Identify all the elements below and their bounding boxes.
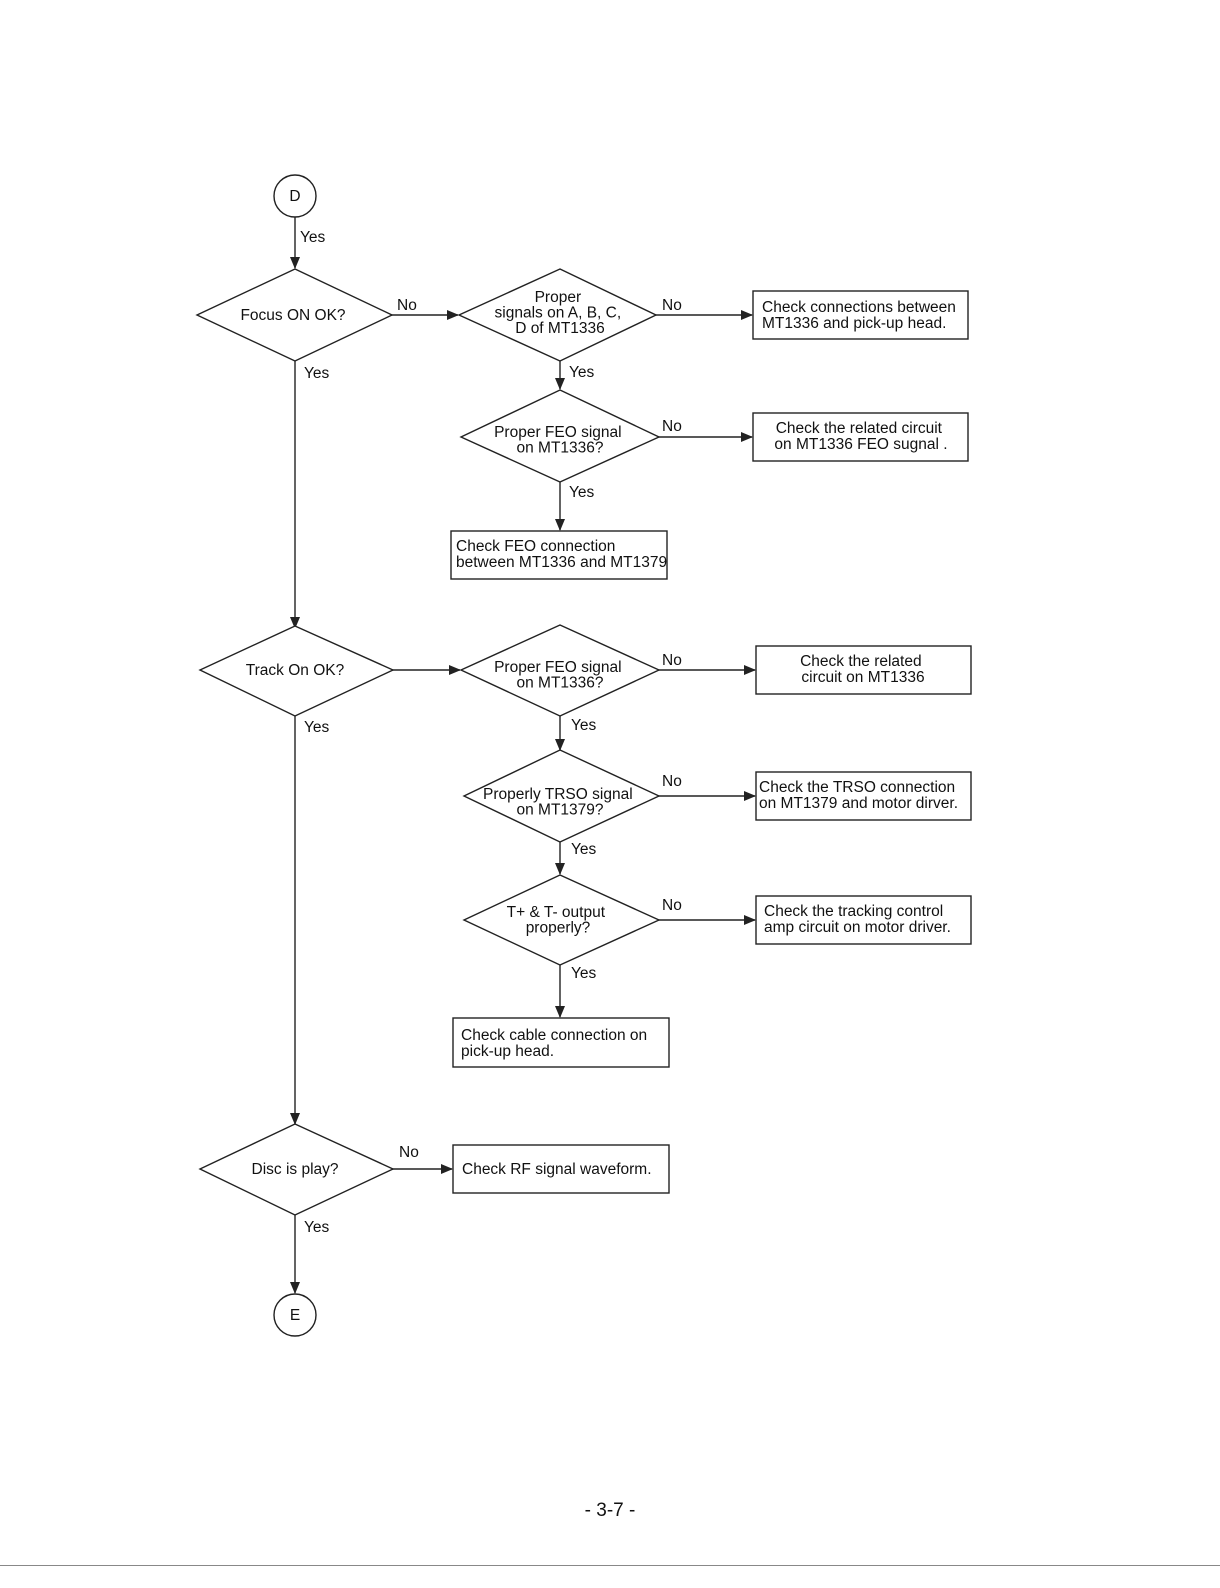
line: T+ & T- output [507, 904, 606, 921]
line: Disc is play? [252, 1161, 339, 1178]
box-check-rf-text: Check RF signal waveform. [462, 1161, 652, 1178]
decision-disc-play-text: Disc is play? [252, 1161, 339, 1178]
yes-label: Yes [571, 717, 597, 734]
line: Check the TRSO connection [759, 779, 955, 796]
box-check-related-mt1336: Check the related circuit on MT1336 [755, 645, 972, 695]
connector-d-label: D [289, 188, 300, 205]
line: Focus ON OK? [240, 307, 345, 324]
no-label: No [662, 773, 682, 790]
line: between MT1336 and MT1379 [456, 554, 667, 571]
box-check-related-feo-text: Check the related circuit on MT1336 FEO … [774, 420, 947, 453]
decision-t-output-text: T+ & T- output properly? [507, 904, 610, 937]
box-check-cable: Check cable connection on pick-up head. [452, 1017, 670, 1068]
line: Check cable connection on [461, 1027, 647, 1044]
yes-label: Yes [569, 484, 595, 501]
line: on MT1336? [516, 675, 603, 692]
decision-proper-feo-2: Proper FEO signal on MT1336? [459, 624, 661, 717]
yes-label: Yes [571, 965, 597, 982]
box-check-tracking-amp: Check the tracking control amp circuit o… [755, 895, 972, 945]
connector-d: D [273, 174, 317, 218]
box-check-connections-pickup-text: Check connections between MT1336 and pic… [762, 299, 960, 332]
no-label: No [397, 297, 417, 314]
box-check-feo-connection-text: Check FEO connection between MT1336 and … [456, 538, 667, 571]
line: Track On OK? [246, 662, 345, 679]
box-check-trso-text: Check the TRSO connection on MT1379 and … [759, 779, 959, 812]
decision-track-on-text: Track On OK? [246, 662, 345, 679]
yes-label: Yes [304, 1219, 330, 1236]
yes-label: Yes [571, 841, 597, 858]
branch-labels: Yes No No Yes Yes No Yes No Yes Yes No Y… [300, 229, 682, 1236]
line: D of MT1336 [515, 320, 605, 337]
decision-disc-play: Disc is play? [198, 1123, 395, 1216]
connector-e-label: E [290, 1307, 300, 1324]
box-check-rf: Check RF signal waveform. [452, 1144, 670, 1194]
bottom-rule [0, 1565, 1220, 1566]
box-check-feo-connection: Check FEO connection between MT1336 and … [450, 530, 668, 580]
line: properly? [526, 920, 591, 937]
line: pick-up head. [461, 1043, 554, 1060]
line: Check the tracking control [764, 903, 943, 920]
no-label: No [399, 1144, 419, 1161]
line: Proper [535, 289, 582, 306]
no-label: No [662, 418, 682, 435]
line: Proper FEO signal [494, 424, 622, 441]
yes-label: Yes [304, 719, 330, 736]
line: on MT1336 FEO sugnal . [774, 436, 947, 453]
decision-focus-on-text: Focus ON OK? [240, 307, 345, 324]
line: on MT1379 and motor dirver. [759, 795, 958, 812]
decision-trso-signal-text: Properly TRSO signal on MT1379? [483, 786, 637, 819]
connector-e: E [273, 1293, 317, 1337]
no-label: No [662, 297, 682, 314]
decision-proper-signals: Proper signals on A, B, C, D of MT1336 [457, 268, 658, 362]
decision-focus-on: Focus ON OK? [195, 268, 394, 362]
line: on MT1336? [516, 440, 603, 457]
box-check-cable-text: Check cable connection on pick-up head. [461, 1027, 651, 1060]
no-label: No [662, 897, 682, 914]
decision-proper-feo-1-text: Proper FEO signal on MT1336? [494, 424, 626, 457]
line: MT1336 and pick-up head. [762, 315, 946, 332]
line: Check the related [800, 653, 922, 670]
line: circuit on MT1336 [801, 669, 924, 686]
yes-label: Yes [304, 365, 330, 382]
decision-proper-feo-1: Proper FEO signal on MT1336? [459, 389, 661, 483]
line: Check connections between [762, 299, 956, 316]
box-check-connections-pickup: Check connections between MT1336 and pic… [752, 290, 969, 340]
line: Check FEO connection [456, 538, 615, 555]
decision-track-on: Track On OK? [198, 625, 395, 717]
line: Check RF signal waveform. [462, 1161, 652, 1178]
box-check-tracking-amp-text: Check the tracking control amp circuit o… [764, 903, 951, 936]
box-check-related-feo: Check the related circuit on MT1336 FEO … [752, 412, 969, 462]
connectors [290, 217, 756, 1294]
line: Check the related circuit [776, 420, 943, 437]
decision-trso-signal: Properly TRSO signal on MT1379? [462, 749, 661, 843]
box-check-related-mt1336-text: Check the related circuit on MT1336 [800, 653, 926, 686]
no-label: No [662, 652, 682, 669]
page-number: - 3-7 - [584, 1500, 636, 1521]
decision-proper-signals-text: Proper signals on A, B, C, D of MT1336 [495, 289, 626, 337]
line: Proper FEO signal [494, 659, 622, 676]
line: on MT1379? [516, 802, 603, 819]
line: amp circuit on motor driver. [764, 919, 951, 936]
box-check-trso: Check the TRSO connection on MT1379 and … [755, 771, 972, 821]
line: Properly TRSO signal [483, 786, 633, 803]
yes-label: Yes [569, 364, 595, 381]
decision-proper-feo-2-text: Proper FEO signal on MT1336? [494, 659, 626, 692]
line: signals on A, B, C, [495, 305, 622, 322]
decision-t-output: T+ & T- output properly? [462, 874, 661, 966]
yes-label: Yes [300, 229, 326, 246]
